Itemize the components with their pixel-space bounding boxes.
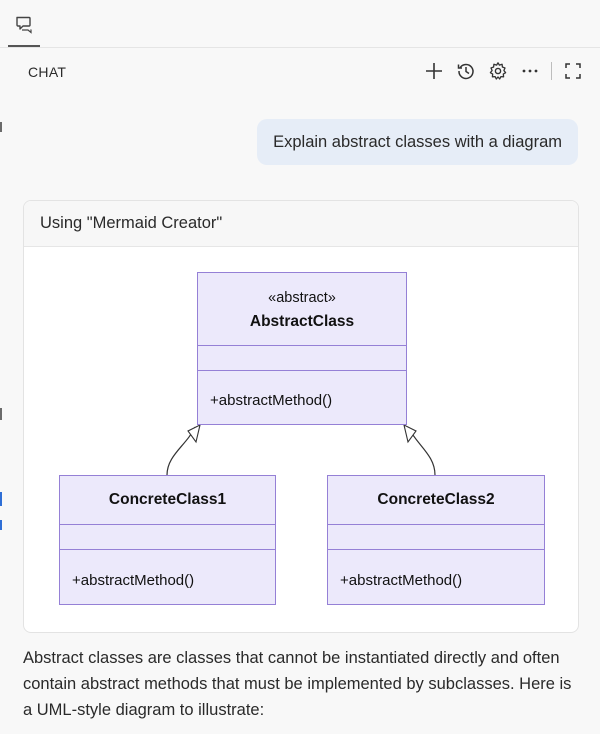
class-header-section: «abstract» AbstractClass	[198, 273, 406, 346]
active-tab-indicator	[8, 45, 40, 47]
class-name: ConcreteClass1	[108, 491, 227, 508]
class-methods-section: +abstractMethod()	[198, 371, 406, 424]
class-header-section: ConcreteClass1	[60, 476, 275, 525]
class-methods-section: +abstractMethod()	[328, 550, 544, 604]
edge-mark	[0, 520, 2, 530]
settings-button[interactable]	[485, 58, 511, 84]
chat-header: CHAT	[0, 48, 600, 94]
chat-title: CHAT	[28, 64, 67, 80]
ellipsis-icon	[522, 69, 538, 73]
class-attributes-section	[198, 346, 406, 371]
maximize-icon	[565, 63, 581, 79]
tool-card-header[interactable]: Using "Mermaid Creator"	[24, 201, 578, 247]
class-name: AbstractClass	[249, 313, 355, 330]
assistant-response-text: Abstract classes are classes that cannot…	[23, 649, 572, 719]
history-icon	[457, 63, 474, 80]
inheritance-arrowhead	[403, 423, 417, 444]
window-left-edge	[0, 0, 3, 734]
concrete-class-box: ConcreteClass1 +abstractMethod()	[59, 475, 276, 605]
class-method: +abstractMethod()	[340, 572, 463, 589]
uml-diagram: «abstract» AbstractClass +abstractMethod…	[24, 247, 578, 632]
new-chat-button[interactable]	[421, 58, 447, 84]
class-methods-section: +abstractMethod()	[60, 550, 275, 604]
history-button[interactable]	[453, 58, 479, 84]
maximize-button[interactable]	[560, 58, 586, 84]
tab-chat[interactable]	[8, 0, 40, 48]
header-separator	[551, 62, 552, 80]
plus-icon	[426, 63, 442, 79]
class-attributes-section	[328, 525, 544, 550]
user-message-bubble: Explain abstract classes with a diagram	[257, 119, 578, 165]
header-actions	[421, 58, 586, 84]
class-name: ConcreteClass2	[377, 491, 495, 508]
inheritance-arrows	[166, 423, 436, 476]
class-method: +abstractMethod()	[72, 572, 195, 589]
edge-mark	[0, 408, 2, 420]
class-method: +abstractMethod()	[210, 392, 333, 409]
gear-icon	[489, 62, 507, 80]
tool-result-card: Using "Mermaid Creator" «abstract» Abstr…	[23, 200, 579, 633]
tool-card-title: Using "Mermaid Creator"	[40, 214, 223, 232]
panel-tab-bar	[0, 0, 600, 48]
inheritance-arrowhead	[187, 423, 201, 444]
concrete-class-box: ConcreteClass2 +abstractMethod()	[327, 475, 545, 605]
edge-mark	[0, 492, 2, 506]
edge-mark	[0, 122, 2, 132]
class-header-section: ConcreteClass2	[328, 476, 544, 525]
abstract-class-box: «abstract» AbstractClass +abstractMethod…	[197, 272, 407, 425]
class-attributes-section	[60, 525, 275, 550]
user-message-text: Explain abstract classes with a diagram	[273, 132, 562, 151]
class-stereotype: «abstract»	[268, 290, 336, 306]
more-actions-button[interactable]	[517, 58, 543, 84]
chat-icon	[16, 16, 32, 34]
